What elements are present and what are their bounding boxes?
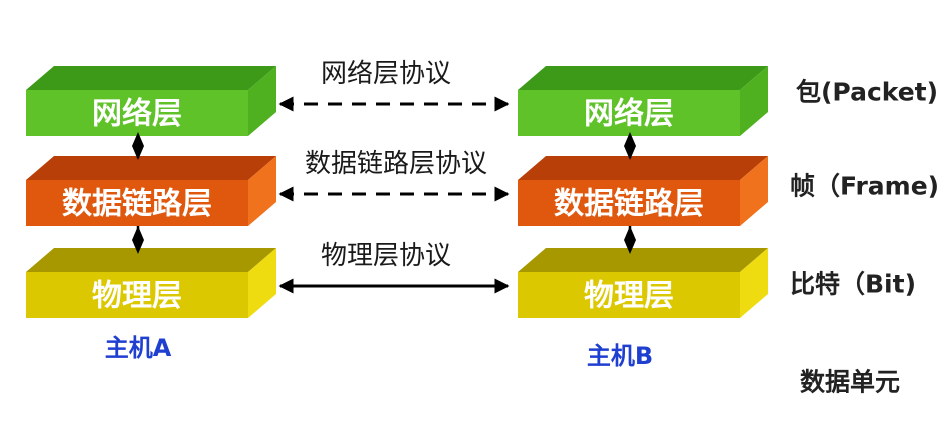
host-b-datalink-side [740, 156, 768, 226]
frame-unit-label: 帧（Frame) [790, 172, 939, 201]
host-b-datalink-layer: 数据链路层 [518, 156, 768, 226]
host-b-physical-layer: 物理层 [518, 248, 768, 318]
host-a-network-front [26, 90, 248, 136]
network-protocol-label: 网络层协议 [321, 59, 451, 89]
host-a-network-label: 网络层 [92, 97, 182, 132]
host-a-connector-network-datalink [132, 132, 144, 160]
datalink-protocol-link: 数据链路层协议 [278, 149, 510, 202]
host-b-datalink-label: 数据链路层 [554, 187, 704, 222]
physical-protocol-label: 物理层协议 [321, 241, 451, 271]
host-b-physical-front [518, 272, 740, 318]
datalink-protocol-label: 数据链路层协议 [305, 149, 487, 179]
host-b-connector-datalink-physical [624, 226, 636, 254]
host-a-physical-front [26, 272, 248, 318]
host-b-physical-label: 物理层 [584, 279, 674, 314]
host-b-physical-side [740, 248, 768, 318]
host-a-datalink-layer: 数据链路层 [26, 156, 276, 226]
bit-unit-label: 比特（Bit) [790, 270, 916, 299]
host-b-physical-top [518, 248, 768, 272]
host-b-datalink-top [518, 156, 768, 180]
host-a-physical-side [248, 248, 276, 318]
host-a-connector-datalink-physical [132, 226, 144, 254]
host-a-datalink-top [26, 156, 276, 180]
packet-unit-label: 包(Packet) [796, 78, 938, 107]
host-a-physical-layer: 物理层 [26, 248, 276, 318]
host-b-network-label: 网络层 [584, 97, 674, 132]
host-b-network-side [740, 66, 768, 136]
host-a-datalink-side [248, 156, 276, 226]
host-b-network-top [518, 66, 768, 90]
host-b-label: 主机B [587, 342, 653, 370]
host-b-network-layer: 网络层 [518, 66, 768, 136]
host-a-network-layer: 网络层 [26, 66, 276, 136]
physical-protocol-link: 物理层协议 [278, 241, 510, 294]
host-a-datalink-front [26, 180, 248, 226]
host-a-label: 主机A [105, 334, 172, 362]
host-b-connector-network-datalink [624, 132, 636, 160]
host-a-network-top [26, 66, 276, 90]
network-protocol-link: 网络层协议 [278, 59, 510, 112]
host-b-datalink-front [518, 180, 740, 226]
host-a-physical-label: 物理层 [92, 279, 182, 314]
host-a-datalink-label: 数据链路层 [62, 187, 212, 222]
host-a-physical-top [26, 248, 276, 272]
data-unit-heading: 数据单元 [800, 368, 900, 397]
host-b-network-front [518, 90, 740, 136]
host-a-network-side [248, 66, 276, 136]
